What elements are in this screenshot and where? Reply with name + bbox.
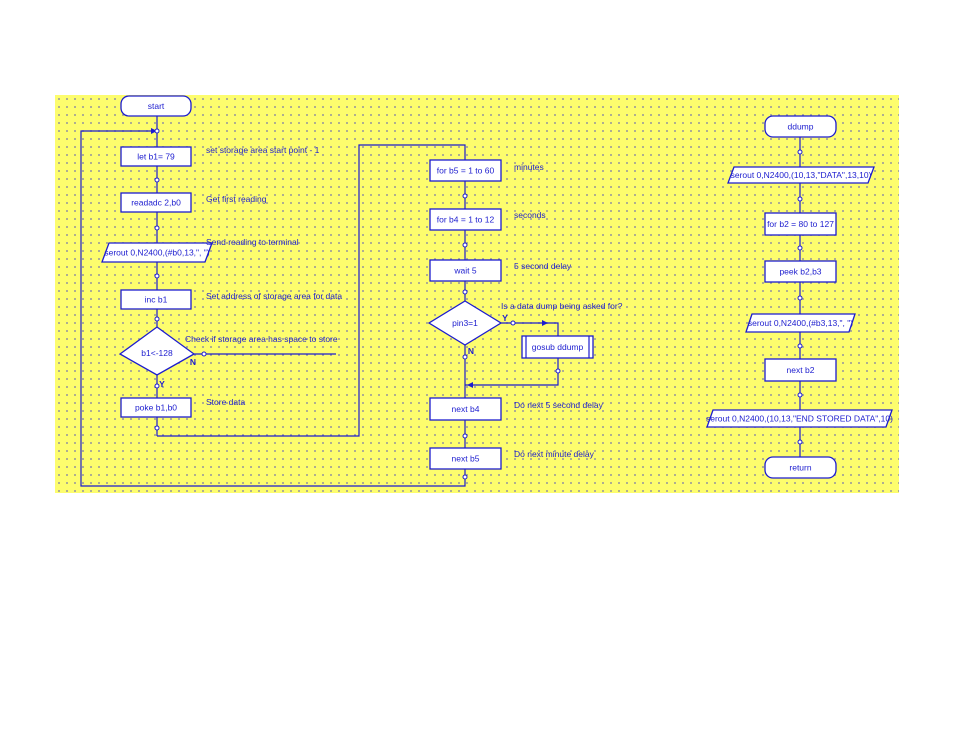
node-decision-b1-label: b1<-128 — [141, 348, 173, 358]
node-for-b5: for b5 = 1 to 60 — [429, 159, 502, 182]
node-start-label: start — [148, 101, 165, 111]
node-decision-pin3: pin3=1 Y N — [427, 300, 508, 356]
node-for-b2-label: for b2 = 80 to 127 — [767, 219, 834, 229]
comment-set-start: set storage area start point - 1 — [206, 145, 320, 155]
comment-send-terminal: Send reading to terminal — [206, 237, 299, 247]
node-wait: wait 5 — [429, 259, 502, 282]
decision-b1-no: N — [190, 357, 196, 367]
node-next-b4-label: next b4 — [452, 404, 480, 414]
node-for-b4: for b4 = 1 to 12 — [429, 208, 502, 231]
node-readadc-label: readadc 2,b0 — [131, 198, 181, 208]
node-poke-label: poke b1,b0 — [135, 403, 177, 413]
node-serout-reading: serout 0,N2400,(#b0,13,", ") — [101, 242, 213, 263]
comment-check-space: Check if storage area has space to store — [185, 334, 338, 344]
comment-next-five: Do next 5 second delay — [514, 400, 604, 410]
node-serout-reading-label: serout 0,N2400,(#b0,13,", ") — [104, 248, 209, 258]
node-next-b5: next b5 — [429, 447, 502, 470]
comment-store-data: Store data — [206, 397, 245, 407]
node-next-b5-label: next b5 — [452, 454, 480, 464]
node-peek: peek b2,b3 — [764, 260, 837, 283]
node-return: return — [764, 456, 837, 479]
node-serout-data: serout 0,N2400,(10,13,"DATA",13,10) — [727, 166, 875, 184]
node-serout-end-label: serout 0,N2400,(10,13,"END STORED DATA",… — [706, 414, 893, 424]
node-for-b2: for b2 = 80 to 127 — [764, 212, 837, 236]
node-next-b2-label: next b2 — [787, 365, 815, 375]
comment-set-address: Set address of storage area for data — [206, 291, 342, 301]
node-serout-end: serout 0,N2400,(10,13,"END STORED DATA",… — [706, 409, 893, 428]
node-ddump: ddump — [764, 115, 837, 138]
node-start: start — [120, 95, 192, 117]
node-ddump-label: ddump — [788, 122, 814, 132]
node-for-b4-label: for b4 = 1 to 12 — [437, 215, 495, 225]
comment-seconds: seconds — [514, 210, 546, 220]
node-next-b4: next b4 — [429, 397, 502, 421]
node-let-b1-label: let b1= 79 — [137, 152, 175, 162]
comment-dump-ask: Is a data dump being asked for? — [501, 301, 623, 311]
node-readadc: readadc 2,b0 — [120, 192, 192, 213]
connection-points — [154, 128, 803, 480]
node-inc-b1-label: inc b1 — [145, 295, 168, 305]
node-wait-label: wait 5 — [453, 266, 476, 276]
comment-minutes: minutes — [514, 162, 544, 172]
decision-pin3-yes: Y — [502, 313, 508, 323]
node-inc-b1: inc b1 — [120, 289, 192, 310]
node-poke: poke b1,b0 — [120, 397, 192, 418]
node-serout-b3: serout 0,N2400,(#b3,13,", ") — [745, 313, 856, 333]
decision-pin3-no: N — [468, 346, 474, 356]
comment-next-minute: Do next minute delay — [514, 449, 595, 459]
comment-five-sec: 5 second delay — [514, 261, 572, 271]
node-for-b5-label: for b5 = 1 to 60 — [437, 166, 495, 176]
node-gosub-label: gosub ddump — [532, 342, 584, 352]
node-serout-b3-label: serout 0,N2400,(#b3,13,", ") — [748, 318, 853, 328]
decision-b1-yes: Y — [159, 379, 165, 389]
comments: set storage area start point - 1 Get fir… — [185, 145, 623, 459]
node-gosub: gosub ddump — [521, 335, 594, 359]
node-decision-b1: b1<-128 N Y — [118, 326, 196, 389]
node-next-b2: next b2 — [764, 358, 837, 382]
node-let-b1: let b1= 79 — [120, 146, 192, 167]
comment-first-reading: Get first reading — [206, 194, 267, 204]
node-serout-data-label: serout 0,N2400,(10,13,"DATA",13,10) — [731, 170, 872, 180]
node-peek-label: peek b2,b3 — [779, 267, 821, 277]
node-decision-pin3-label: pin3=1 — [452, 318, 478, 328]
node-return-label: return — [789, 463, 811, 473]
